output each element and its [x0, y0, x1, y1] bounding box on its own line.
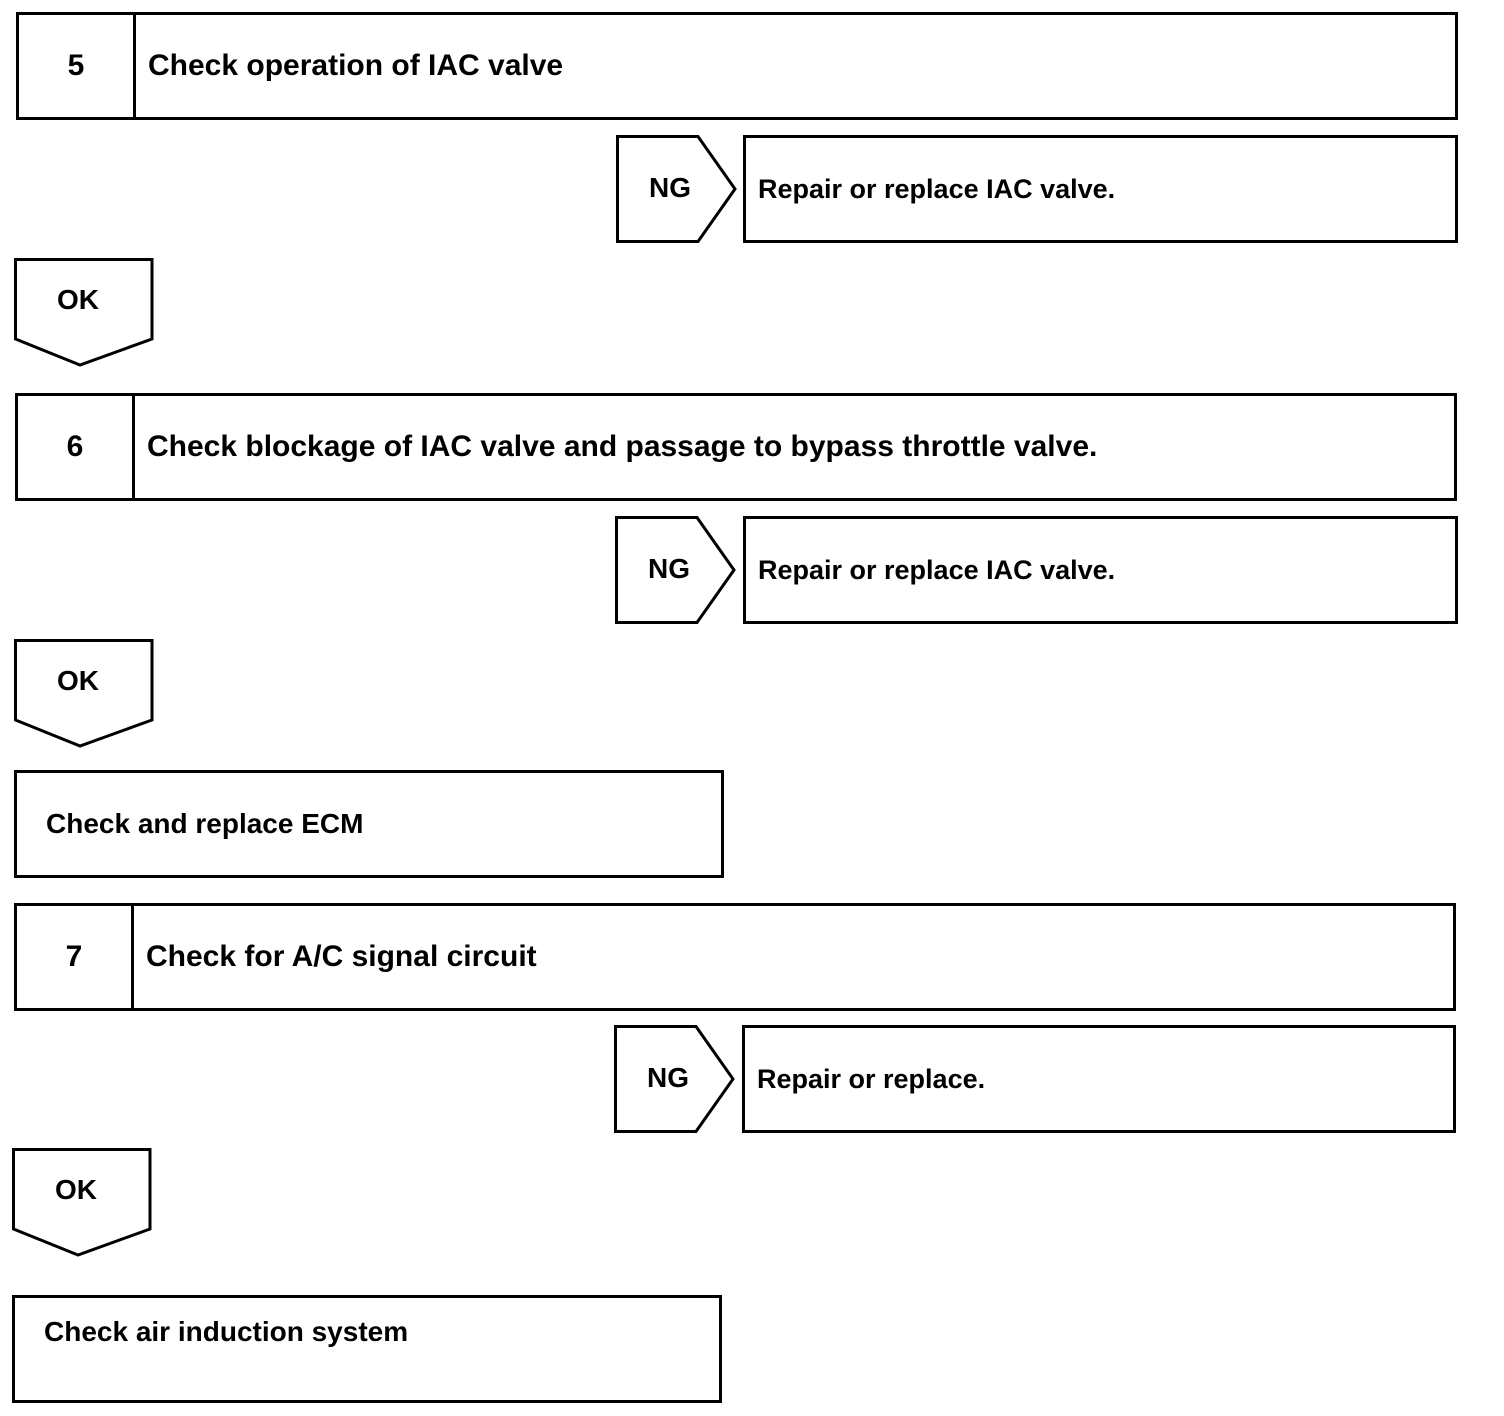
step-6-ng-action: Repair or replace IAC valve. [743, 516, 1458, 624]
step-7-ng-arrow: NG [614, 1025, 736, 1133]
step-7-ng-action: Repair or replace. [742, 1025, 1456, 1133]
step-6-box: 6 Check blockage of IAC valve and passag… [15, 393, 1457, 501]
step-7-title: Check for A/C signal circuit [146, 940, 537, 973]
step-5-ok-label: OK [57, 284, 99, 315]
step-5-number: 5 [19, 15, 136, 117]
step-6-ng-label: NG [648, 553, 690, 584]
step-5-ng-action: Repair or replace IAC valve. [743, 135, 1458, 243]
step-6-title: Check blockage of IAC valve and passage … [147, 430, 1098, 463]
step-5-ng-arrow: NG [616, 135, 738, 243]
step-7-ok-arrow: OK [12, 1148, 152, 1258]
step-7-number: 7 [17, 906, 134, 1008]
step-6-ng-arrow: NG [615, 516, 737, 624]
step-5-title: Check operation of IAC valve [148, 49, 564, 82]
step-6-ok-arrow: OK [14, 639, 154, 749]
step-7-ok-action: Check air induction system [12, 1295, 722, 1403]
step-7-ng-label: NG [647, 1062, 689, 1093]
step-6-ok-label: OK [57, 665, 99, 696]
step-5-ok-arrow: OK [14, 258, 154, 368]
step-7-box: 7 Check for A/C signal circuit [14, 903, 1456, 1011]
step-7-ok-label: OK [55, 1174, 97, 1205]
step-5-ng-label: NG [649, 172, 691, 203]
step-6-ok-action: Check and replace ECM [14, 770, 724, 878]
step-5-box: 5 Check operation of IAC valve [16, 12, 1458, 120]
step-6-number: 6 [18, 396, 135, 498]
